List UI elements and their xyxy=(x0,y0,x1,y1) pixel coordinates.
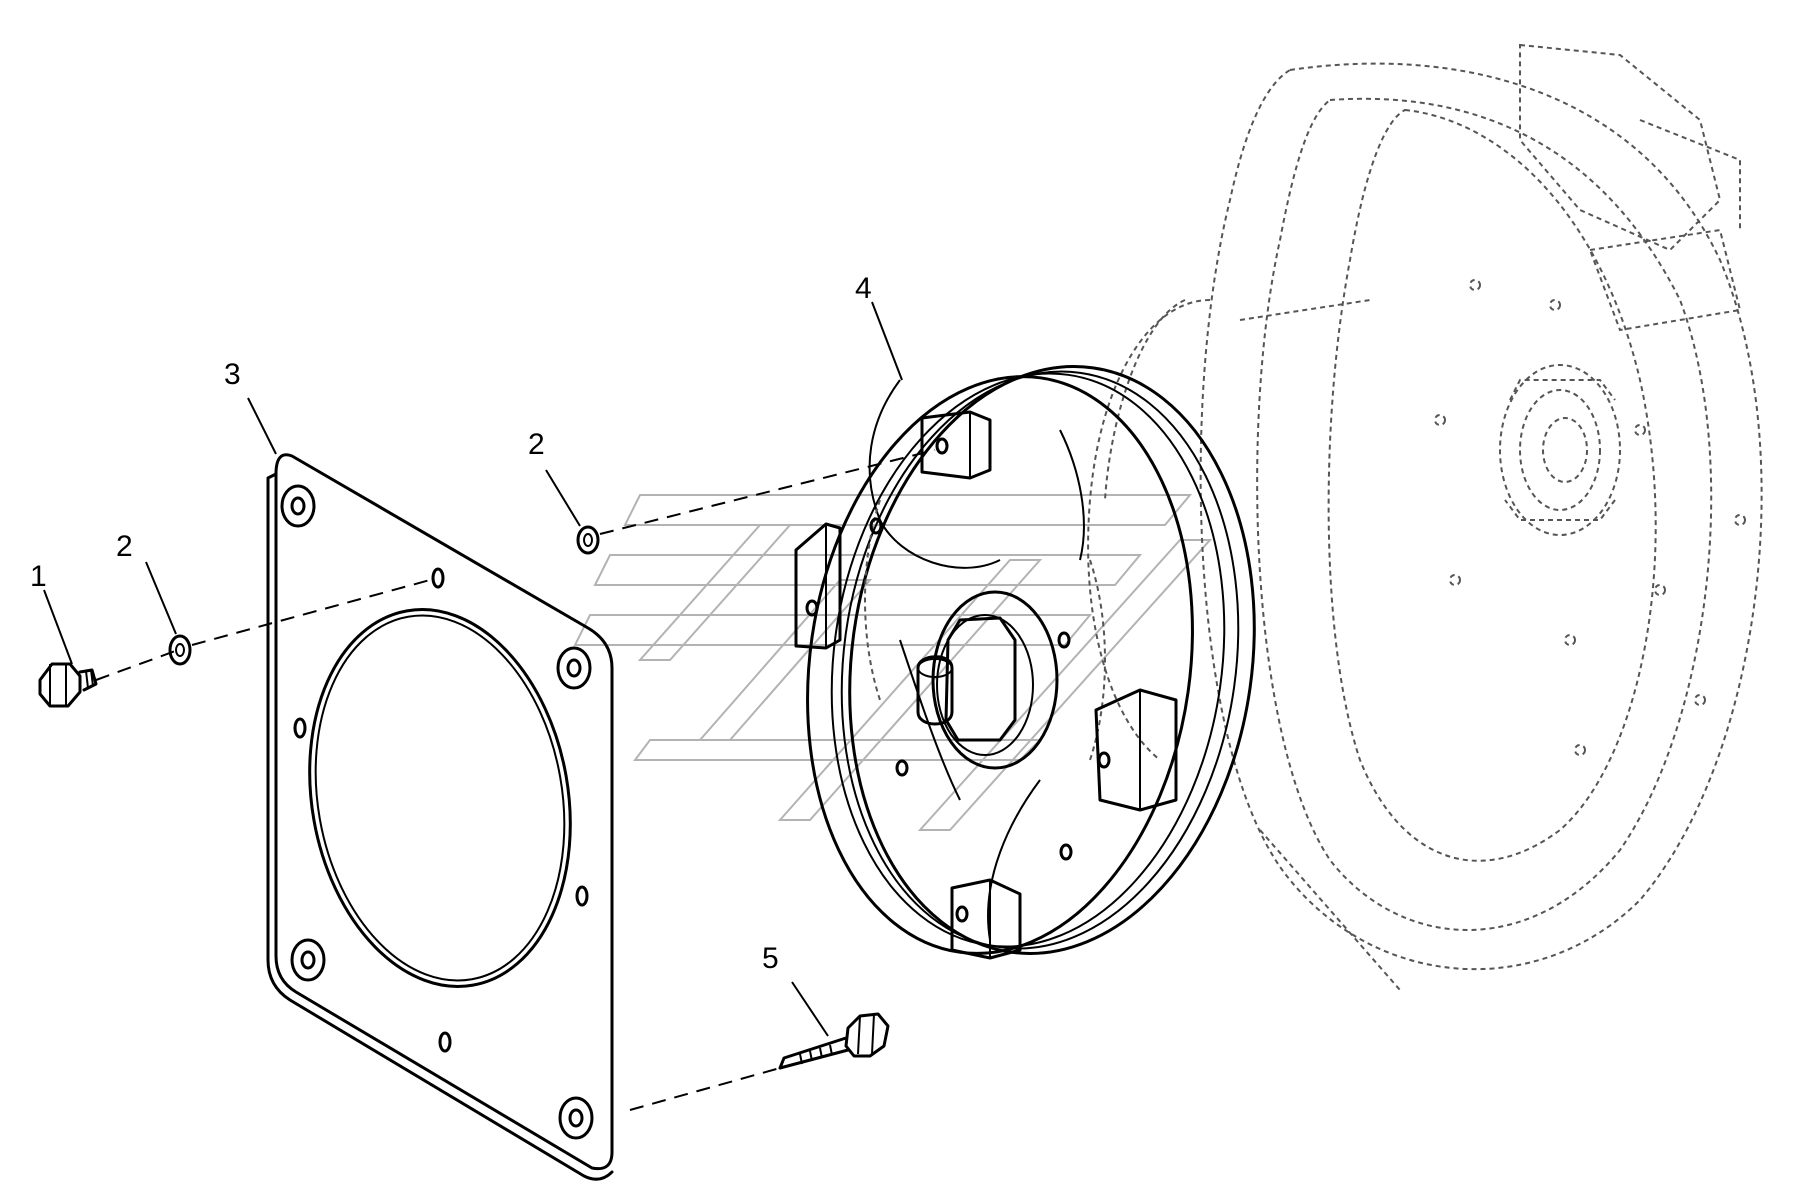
callout-2-left: 2 xyxy=(116,530,133,563)
cap-screw-icon xyxy=(778,1012,890,1070)
adapter-plate-icon xyxy=(266,453,614,1181)
callout-3: 3 xyxy=(224,358,241,391)
torque-converter-icon xyxy=(794,365,1256,960)
washer-icon xyxy=(576,525,600,555)
assembly-lines xyxy=(95,449,936,1111)
callout-2-right: 2 xyxy=(528,428,545,461)
callout-4: 4 xyxy=(855,272,872,305)
washer-icon xyxy=(168,634,192,666)
watermark-logo xyxy=(573,494,1213,831)
leader-lines xyxy=(43,301,903,1037)
flywheel-housing-icon xyxy=(1087,43,1763,991)
callout-labels: 1 2 3 2 4 5 xyxy=(30,272,872,975)
callout-1: 1 xyxy=(30,560,47,593)
bolt-icon xyxy=(38,662,98,708)
callout-5: 5 xyxy=(762,942,779,975)
